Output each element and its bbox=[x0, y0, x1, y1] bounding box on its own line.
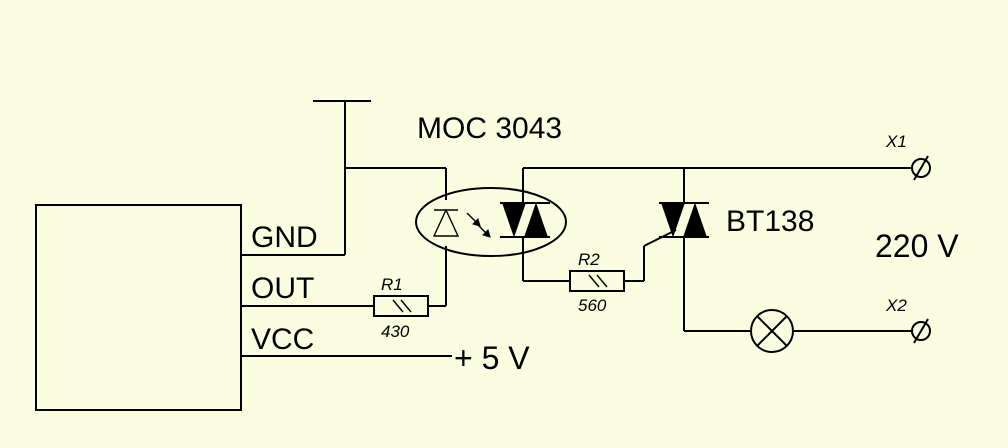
resistor-r2 bbox=[569, 270, 625, 292]
light-emission-arrows-icon bbox=[466, 212, 491, 238]
triac-label: BT138 bbox=[726, 205, 814, 238]
optotriac-icon bbox=[500, 202, 550, 238]
terminal-x1-label: X1 bbox=[885, 132, 907, 151]
pin-label-gnd: GND bbox=[251, 221, 318, 254]
r1-value-label: 430 bbox=[381, 322, 410, 341]
lamp-icon bbox=[750, 309, 794, 353]
triac-icon bbox=[659, 202, 709, 238]
pin-label-vcc: VCC bbox=[251, 323, 314, 356]
supply-voltage-label: + 5 V bbox=[454, 340, 530, 376]
led-diode-icon bbox=[432, 208, 460, 237]
terminal-x2-label: X2 bbox=[885, 296, 907, 315]
screw-terminal-icon bbox=[911, 318, 931, 344]
optocoupler-label: MOC 3043 bbox=[417, 112, 562, 145]
r2-name-label: R2 bbox=[578, 250, 600, 269]
pin-label-out: OUT bbox=[251, 272, 314, 305]
r2-value-label: 560 bbox=[578, 296, 607, 315]
screw-terminal-icon bbox=[911, 155, 931, 181]
mains-voltage-label: 220 V bbox=[875, 228, 959, 264]
optocoupler-body bbox=[415, 187, 567, 257]
r1-name-label: R1 bbox=[381, 275, 403, 294]
ground-symbol-icon bbox=[313, 100, 371, 255]
resistor-r1 bbox=[373, 295, 429, 317]
controller-module-box bbox=[35, 204, 242, 411]
